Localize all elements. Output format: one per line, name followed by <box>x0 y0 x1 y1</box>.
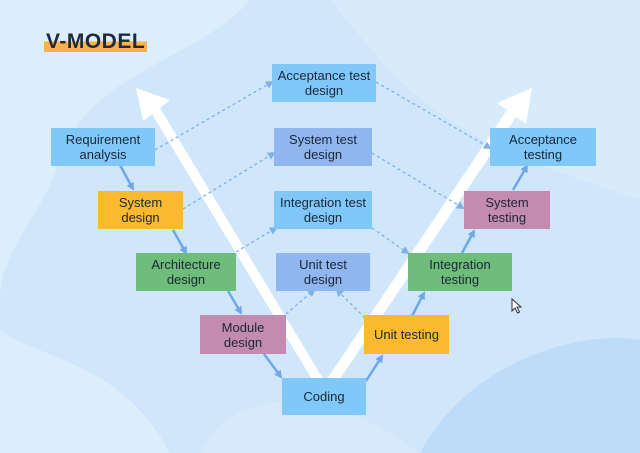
integration-test-design-box: Integration test design <box>274 191 372 229</box>
unit-testing-box: Unit testing <box>364 315 449 354</box>
integration-testing-box: Integration testing <box>408 253 512 291</box>
architecture-design-box: Architecture design <box>136 253 236 291</box>
page-title: V-MODEL <box>44 30 148 54</box>
acceptance-testing-box: Acceptance testing <box>490 128 596 166</box>
coding-box: Coding <box>282 378 366 415</box>
system-design-box: System design <box>98 191 183 229</box>
unit-test-design-box: Unit test design <box>276 253 370 291</box>
system-testing-box: System testing <box>464 191 550 229</box>
requirement-analysis-box: Requirement analysis <box>51 128 155 166</box>
acceptance-test-design-box: Acceptance test design <box>272 64 376 102</box>
system-test-design-box: System test design <box>274 128 372 166</box>
module-design-box: Module design <box>200 315 286 354</box>
mouse-cursor-icon <box>511 298 523 314</box>
